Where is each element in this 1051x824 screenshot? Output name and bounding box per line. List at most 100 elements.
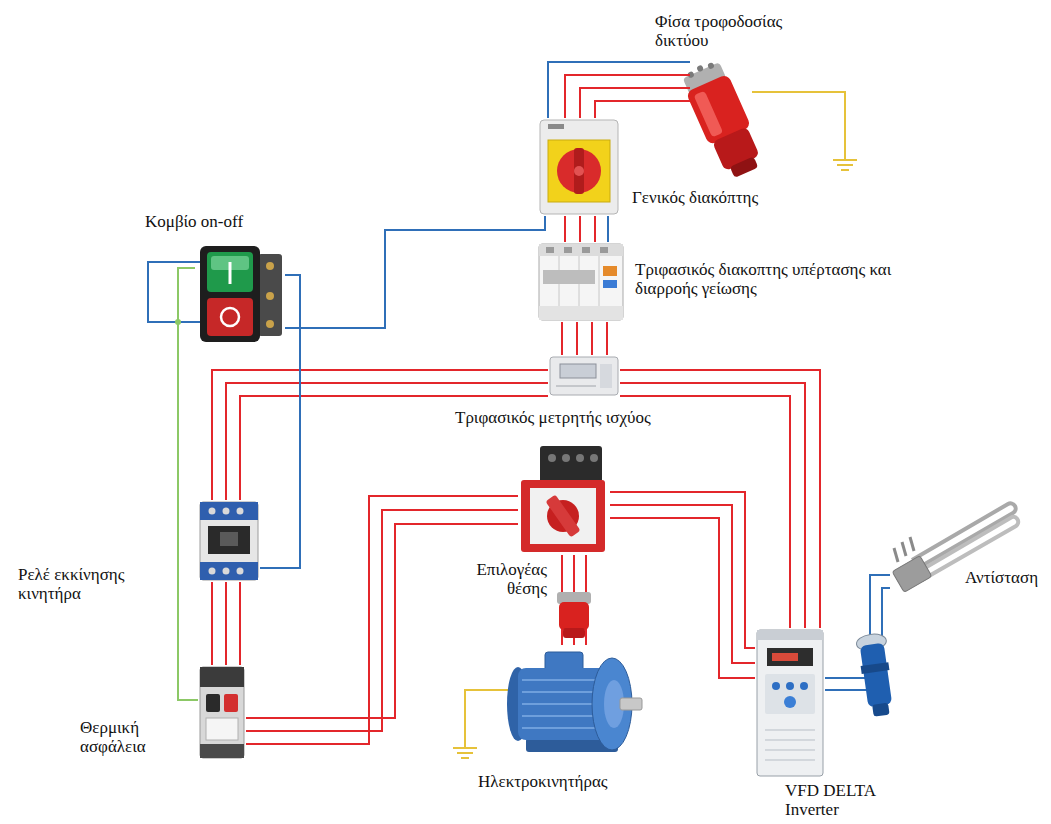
component-label: Ρελέ εκκίνησης κινητήρα [18, 565, 158, 603]
breaker-picture-part [582, 247, 590, 253]
component-name: Ηλεκτροκινητήρας [478, 772, 648, 791]
plug-picture-part [730, 156, 759, 178]
wire-connector [562, 322, 607, 355]
component-node: Ηλεκτροκινητήρας [505, 645, 645, 760]
vfd-picture-part [765, 760, 815, 761]
contactor-picture-part [200, 502, 258, 520]
wire [565, 75, 690, 118]
on-off-button-picture-part [221, 308, 239, 326]
power-meter-picture-part [550, 357, 618, 395]
wire-connector [260, 275, 300, 568]
button-loop-wire [148, 262, 202, 322]
component-node: Φίσα τροφοδοσίας δικτύου [690, 62, 755, 180]
component-name: Φίσα τροφοδοσίας δικτύου [655, 12, 815, 50]
breaker-picture-part [539, 244, 623, 256]
wire [285, 216, 545, 328]
wire [178, 268, 198, 700]
component-node: Τριφασικός διακοπτης υπέρτασης και διαρρ… [537, 242, 625, 322]
heater-picture-part [910, 537, 914, 551]
on-off-button-picture [200, 246, 282, 342]
component-label: Θερμική ασφάλεια [80, 718, 170, 756]
contactor-picture-part [220, 532, 238, 546]
contactor-picture-part [209, 508, 216, 515]
wire [212, 370, 548, 500]
contactor-picture-part [200, 502, 258, 580]
heater-picture-part [894, 548, 898, 562]
ground-wire-part [837, 164, 853, 166]
heater-picture-part [902, 542, 906, 556]
selector-switch-picture-part [521, 480, 605, 552]
blue-connector-picture [855, 632, 896, 717]
wire-connector [246, 496, 518, 744]
thermal-overload-picture [200, 667, 244, 758]
vfd-picture-part [784, 696, 796, 708]
selector-switch-picture-part [576, 454, 584, 462]
selector-switch-picture-part [562, 454, 570, 462]
ground-wire-part [453, 747, 477, 749]
component-node: Τριφασικός μετρητής ισχύος [548, 355, 620, 397]
motor-plug-picture-part [563, 628, 585, 638]
wire [239, 582, 241, 665]
breaker-picture [539, 244, 623, 320]
contactor-picture [200, 502, 258, 580]
thermal-overload-picture-part [206, 718, 238, 740]
contactor-picture-part [200, 562, 258, 580]
thermal-overload-picture-part [200, 667, 244, 758]
component-label: Τριφασικός μετρητής ισχύος [455, 408, 745, 427]
power-meter-picture-part [560, 364, 596, 378]
wire-connector [565, 216, 608, 242]
wire [595, 101, 690, 118]
component-label: Φίσα τροφοδοσίας δικτύου [655, 12, 815, 50]
breaker-picture-part [600, 247, 608, 253]
component-name: VFD DELTA Inverter [785, 781, 905, 819]
ground-wire-part [833, 159, 857, 161]
wire [226, 383, 548, 500]
power-meter-picture-part [600, 364, 612, 388]
wire-connector [212, 582, 240, 665]
wire [225, 582, 227, 665]
main-switch-picture-part [574, 166, 584, 176]
contactor-picture-part [237, 508, 244, 515]
wire [607, 216, 609, 242]
breaker-picture-part [564, 247, 572, 253]
on-off-button-picture-part [258, 254, 282, 336]
wire [591, 322, 593, 355]
wire-connector [610, 492, 755, 678]
component-node: Γενικός διακόπτης [538, 118, 620, 216]
vfd-picture-part [772, 682, 780, 690]
selector-switch-picture-part [530, 488, 596, 544]
main-switch-picture-part [540, 120, 618, 214]
wire [580, 88, 690, 118]
component-label: Τριφασικός διακοπτης υπέρτασης και διαρρ… [635, 260, 900, 298]
ground-wire-part [752, 92, 845, 160]
vfd-picture-part [767, 648, 813, 666]
motor-plug-picture [557, 592, 591, 638]
selector-switch-picture-part [590, 454, 598, 462]
vfd-picture-part [765, 674, 815, 714]
main-switch-picture-part [548, 140, 610, 202]
on-off-button-picture-part [266, 320, 274, 328]
wire [246, 510, 518, 731]
vfd-picture-part [800, 682, 808, 690]
blue-connector-picture-part [872, 703, 890, 717]
breaker-picture-part [539, 306, 623, 320]
button-loop-wire-part [148, 262, 202, 322]
vfd-picture [757, 630, 823, 776]
vfd-picture-part [757, 630, 823, 640]
motor-picture-part [620, 698, 642, 710]
main-switch-picture-part [574, 148, 584, 194]
wire [610, 505, 755, 663]
on-off-button-picture-part [229, 262, 232, 284]
wire [260, 275, 300, 568]
ground-wire-part [841, 169, 849, 171]
plug-picture-part [696, 64, 704, 72]
main-switch-picture-part [557, 149, 601, 193]
wire [610, 492, 755, 648]
wire [594, 216, 596, 242]
component-name: Γενικός διακόπτης [632, 188, 802, 207]
wire [564, 216, 566, 242]
contactor-picture-part [223, 508, 230, 515]
breaker-picture-part [603, 280, 617, 288]
